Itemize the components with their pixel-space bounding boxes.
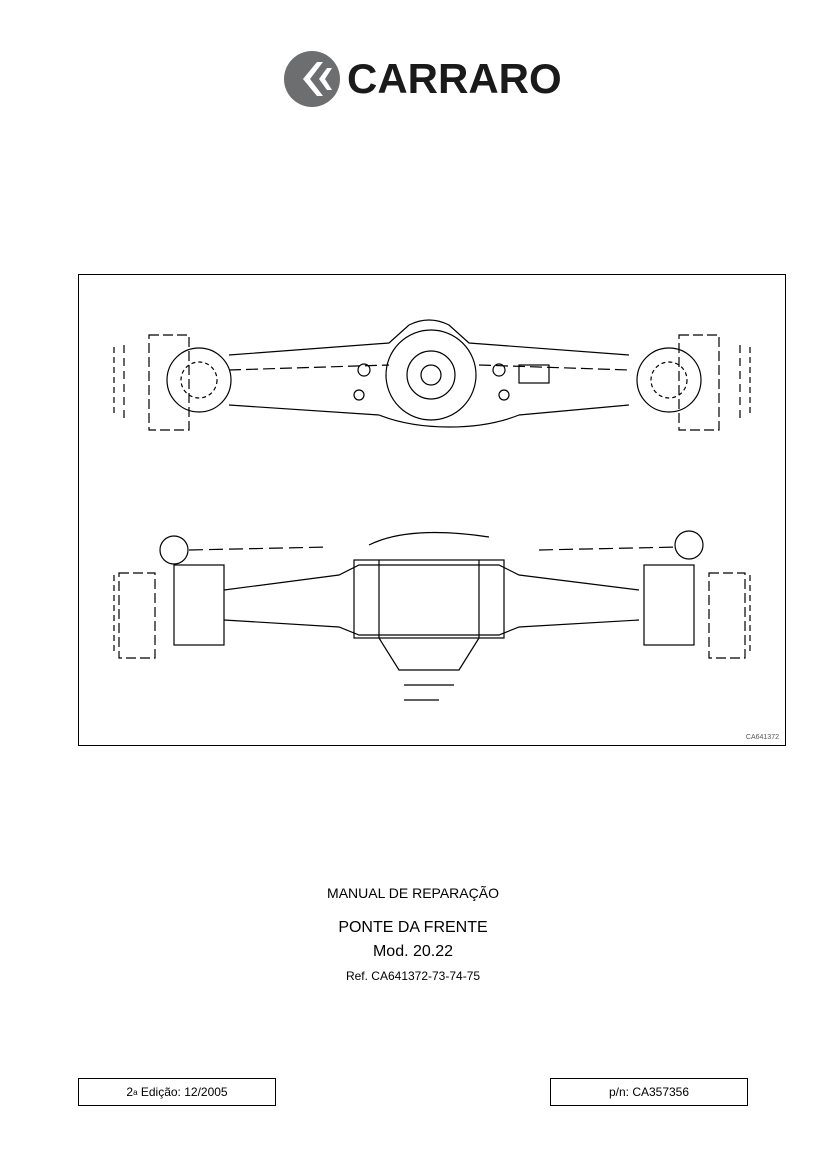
part-number-box: p/n: CA357356 [550, 1078, 748, 1106]
axle-plan-view [113, 530, 751, 701]
axle-front-view [113, 319, 751, 431]
model-number: Mod. 20.22 [372, 943, 454, 960]
axle-drawing-frame: CA641372 [78, 274, 786, 746]
manual-title: MANUAL DE REPARAÇÃO [327, 885, 499, 901]
edition-number: 2 [126, 1085, 134, 1099]
axle-drawing [113, 319, 751, 701]
document-subject: PONTE DA FRENTE [338, 919, 488, 936]
reference-number: Ref. CA641372-73-74-75 [345, 969, 481, 983]
logo-wordmark: CARRARO [347, 55, 562, 102]
carraro-logo-mark-icon [284, 51, 340, 107]
edition-superscript: a [133, 1087, 138, 1097]
edition-text: Edição: 12/2005 [137, 1085, 228, 1099]
figure-code: CA641372 [745, 734, 779, 741]
carraro-logo: CARRARO [283, 50, 562, 108]
part-number: p/n: CA357356 [608, 1085, 690, 1099]
